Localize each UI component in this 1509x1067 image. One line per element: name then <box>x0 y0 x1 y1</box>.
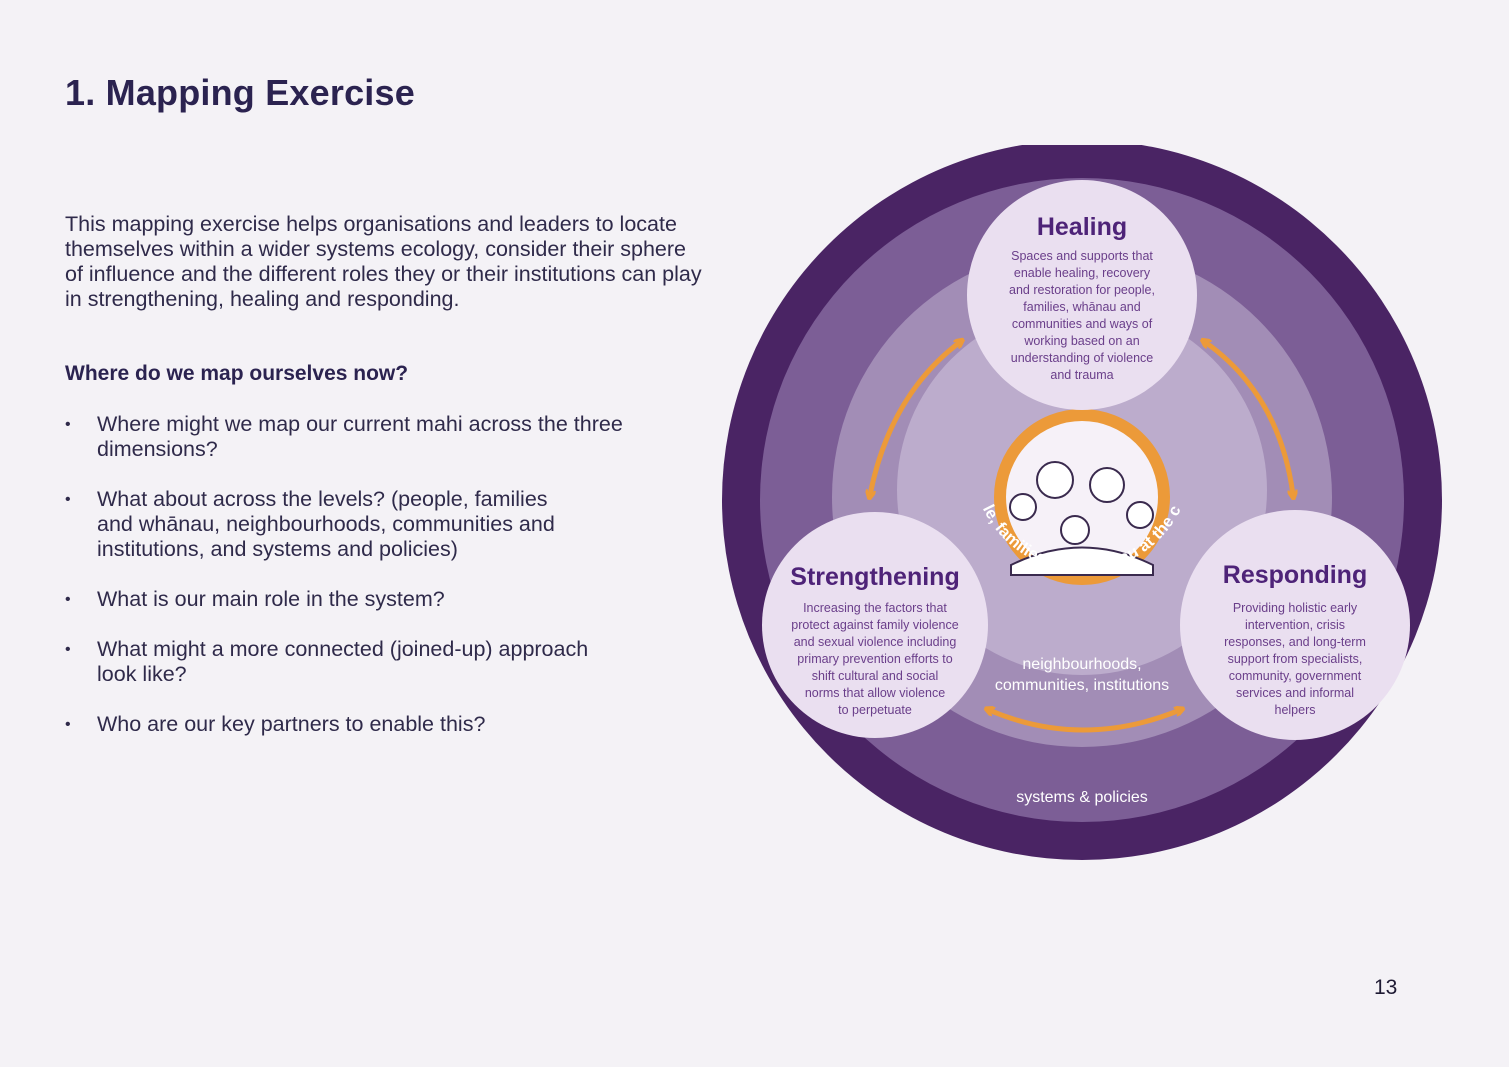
question-text-line: and whānau, neighbourhoods, communities … <box>97 512 555 536</box>
role-description-line: shift cultural and social <box>812 669 938 683</box>
intro-paragraph: This mapping exercise helps organisation… <box>65 212 705 312</box>
role-description-line: and trauma <box>1050 368 1113 382</box>
bullet-icon: • <box>65 487 71 512</box>
systems-ecology-diagram: people, families and whānau at the centr… <box>715 145 1455 865</box>
role-title: Healing <box>1037 213 1127 241</box>
question-item: • Where might we map our current mahi acr… <box>65 412 715 462</box>
question-text-line: What about across the levels? (people, f… <box>97 487 548 511</box>
role-description-line: community, government <box>1229 669 1362 683</box>
question-text-line: What is our main role in the system? <box>97 587 445 611</box>
role-description: Increasing the factors that protect again… <box>791 601 958 717</box>
role-description-line: Providing holistic early <box>1233 601 1358 615</box>
role-description-line: services and informal <box>1236 686 1354 700</box>
page-title: 1. Mapping Exercise <box>65 72 415 114</box>
question-item: • What about across the levels? (people, … <box>65 487 715 562</box>
role-description-line: enable healing, recovery <box>1014 266 1151 280</box>
role-description-line: Increasing the factors that <box>803 601 947 615</box>
role-title: Strengthening <box>790 563 959 591</box>
role-description-line: families, whānau and <box>1023 300 1140 314</box>
question-item: • What might a more connected (joined-up)… <box>65 637 715 687</box>
role-description-line: support from specialists, <box>1228 652 1363 666</box>
role-description-line: norms that allow violence <box>805 686 945 700</box>
role-description-line: understanding of violence <box>1011 351 1154 365</box>
question-text-line: look like? <box>97 662 187 686</box>
bullet-icon: • <box>65 637 71 662</box>
role-description-line: and restoration for people, <box>1009 283 1155 297</box>
page-number: 13 <box>1374 976 1397 1000</box>
role-description-line: responses, and long-term <box>1224 635 1366 649</box>
role-description-line: to perpetuate <box>838 703 912 717</box>
role-description-line: intervention, crisis <box>1245 618 1345 632</box>
question-text-line: institutions, and systems and policies) <box>97 537 458 561</box>
role-title: Responding <box>1223 561 1367 589</box>
bullet-icon: • <box>65 587 71 612</box>
role-description-line: protect against family violence <box>791 618 958 632</box>
role-description: Providing holistic early intervention, cr… <box>1224 601 1366 717</box>
bullet-icon: • <box>65 412 71 437</box>
role-description-line: helpers <box>1275 703 1316 717</box>
role-description-line: and sexual violence including <box>794 635 957 649</box>
role-description-line: Spaces and supports that <box>1011 249 1153 263</box>
question-item: • What is our main role in the system? <box>65 587 715 612</box>
questions-heading: Where do we map ourselves now? <box>65 362 408 386</box>
question-text-line: dimensions? <box>97 437 218 461</box>
question-text-line: What might a more connected (joined-up) … <box>97 637 588 661</box>
bullet-icon: • <box>65 712 71 737</box>
question-text-line: Who are our key partners to enable this? <box>97 712 485 736</box>
role-description-line: primary prevention efforts to <box>797 652 952 666</box>
level-label-line: communities, institutions <box>995 677 1169 694</box>
level-label-systems: systems & policies <box>1016 789 1148 806</box>
question-text-line: Where might we map our current mahi acro… <box>97 412 623 436</box>
role-description-line: working based on an <box>1023 334 1139 348</box>
level-label-line: neighbourhoods, <box>1022 656 1141 673</box>
question-item: • Who are our key partners to enable this… <box>65 712 715 737</box>
questions-list: • Where might we map our current mahi acr… <box>65 412 715 762</box>
role-description-line: communities and ways of <box>1012 317 1153 331</box>
